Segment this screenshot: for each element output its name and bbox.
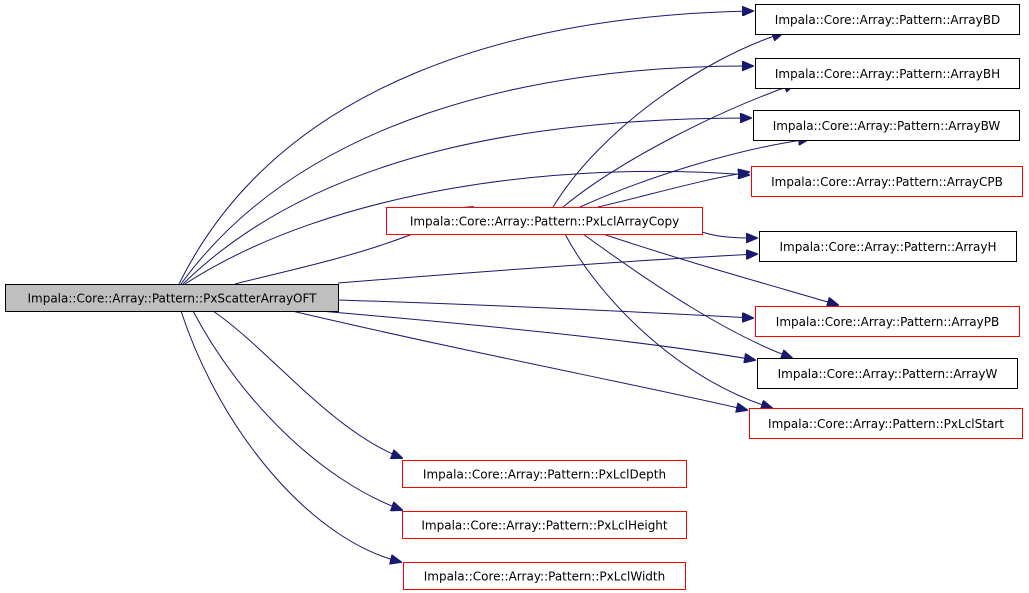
- node-box-bw[interactable]: [753, 110, 1020, 141]
- node-label-cpb: Impala::Core::Array::Pattern::ArrayCPB: [771, 175, 1003, 189]
- edge-root-cpb: [184, 171, 749, 285]
- edge-root-height: [192, 310, 402, 510]
- node-root[interactable]: Impala::Core::Array::Pattern::PxScatterA…: [5, 284, 339, 312]
- node-label-root: Impala::Core::Array::Pattern::PxScatterA…: [27, 292, 317, 306]
- edge-copy-bh: [562, 84, 795, 208]
- edge-root-depth: [212, 310, 402, 458]
- edge-root-h: [337, 254, 757, 284]
- node-box-cpb[interactable]: [751, 166, 1023, 197]
- node-box-root[interactable]: [5, 284, 339, 312]
- node-box-w[interactable]: [757, 358, 1018, 389]
- node-label-bw: Impala::Core::Array::Pattern::ArrayBW: [773, 119, 1001, 133]
- node-label-start: Impala::Core::Array::Pattern::PxLclStart: [768, 417, 1004, 431]
- edge-copy-w: [582, 233, 792, 358]
- node-box-start[interactable]: [749, 408, 1023, 439]
- node-box-width[interactable]: [403, 562, 686, 590]
- node-height[interactable]: Impala::Core::Array::Pattern::PxLclHeigh…: [402, 511, 687, 539]
- edge-root-bh: [180, 66, 753, 285]
- node-copy[interactable]: Impala::Core::Array::Pattern::PxLclArray…: [386, 207, 703, 235]
- edge-copy-bw: [579, 139, 809, 208]
- node-box-h[interactable]: [759, 231, 1017, 262]
- node-bd[interactable]: Impala::Core::Array::Pattern::ArrayBD: [755, 4, 1020, 35]
- edge-copy-h: [701, 231, 757, 238]
- nodes-layer: Impala::Core::Array::Pattern::PxScatterA…: [5, 4, 1023, 590]
- node-label-copy: Impala::Core::Array::Pattern::PxLclArray…: [410, 215, 679, 229]
- node-box-pb[interactable]: [755, 306, 1020, 337]
- edges-layer: [178, 11, 838, 562]
- node-w[interactable]: Impala::Core::Array::Pattern::ArrayW: [757, 358, 1018, 389]
- node-label-width: Impala::Core::Array::Pattern::PxLclWidth: [424, 570, 665, 584]
- node-start[interactable]: Impala::Core::Array::Pattern::PxLclStart: [749, 408, 1023, 439]
- edge-copy-pb: [602, 233, 838, 305]
- node-label-bh: Impala::Core::Array::Pattern::ArrayBH: [775, 67, 1000, 81]
- edge-copy-cpb: [597, 172, 749, 208]
- node-bh[interactable]: Impala::Core::Array::Pattern::ArrayBH: [755, 58, 1020, 89]
- edge-root-bd: [178, 11, 753, 285]
- edge-copy-start: [564, 233, 772, 408]
- node-h[interactable]: Impala::Core::Array::Pattern::ArrayH: [759, 231, 1017, 262]
- node-depth[interactable]: Impala::Core::Array::Pattern::PxLclDepth: [402, 460, 687, 488]
- node-label-depth: Impala::Core::Array::Pattern::PxLclDepth: [423, 468, 666, 482]
- node-label-w: Impala::Core::Array::Pattern::ArrayW: [778, 367, 998, 381]
- node-label-height: Impala::Core::Array::Pattern::PxLclHeigh…: [421, 519, 668, 533]
- node-label-pb: Impala::Core::Array::Pattern::ArrayPB: [776, 315, 999, 329]
- node-label-bd: Impala::Core::Array::Pattern::ArrayBD: [775, 13, 1000, 27]
- edge-copy-bd: [552, 33, 783, 208]
- node-box-height[interactable]: [402, 511, 687, 539]
- node-box-bh[interactable]: [755, 58, 1020, 89]
- edge-root-w: [319, 310, 755, 360]
- node-box-bd[interactable]: [755, 4, 1020, 35]
- node-bw[interactable]: Impala::Core::Array::Pattern::ArrayBW: [753, 110, 1020, 141]
- edge-root-pb: [337, 299, 753, 318]
- edge-root-width: [180, 310, 401, 562]
- node-pb[interactable]: Impala::Core::Array::Pattern::ArrayPB: [755, 306, 1020, 337]
- edge-root-start: [291, 310, 747, 410]
- edge-root-bw: [182, 118, 751, 285]
- node-label-h: Impala::Core::Array::Pattern::ArrayH: [780, 240, 997, 254]
- node-box-depth[interactable]: [402, 460, 687, 488]
- node-cpb[interactable]: Impala::Core::Array::Pattern::ArrayCPB: [751, 166, 1023, 197]
- node-box-copy[interactable]: [386, 207, 703, 235]
- node-width[interactable]: Impala::Core::Array::Pattern::PxLclWidth: [403, 562, 686, 590]
